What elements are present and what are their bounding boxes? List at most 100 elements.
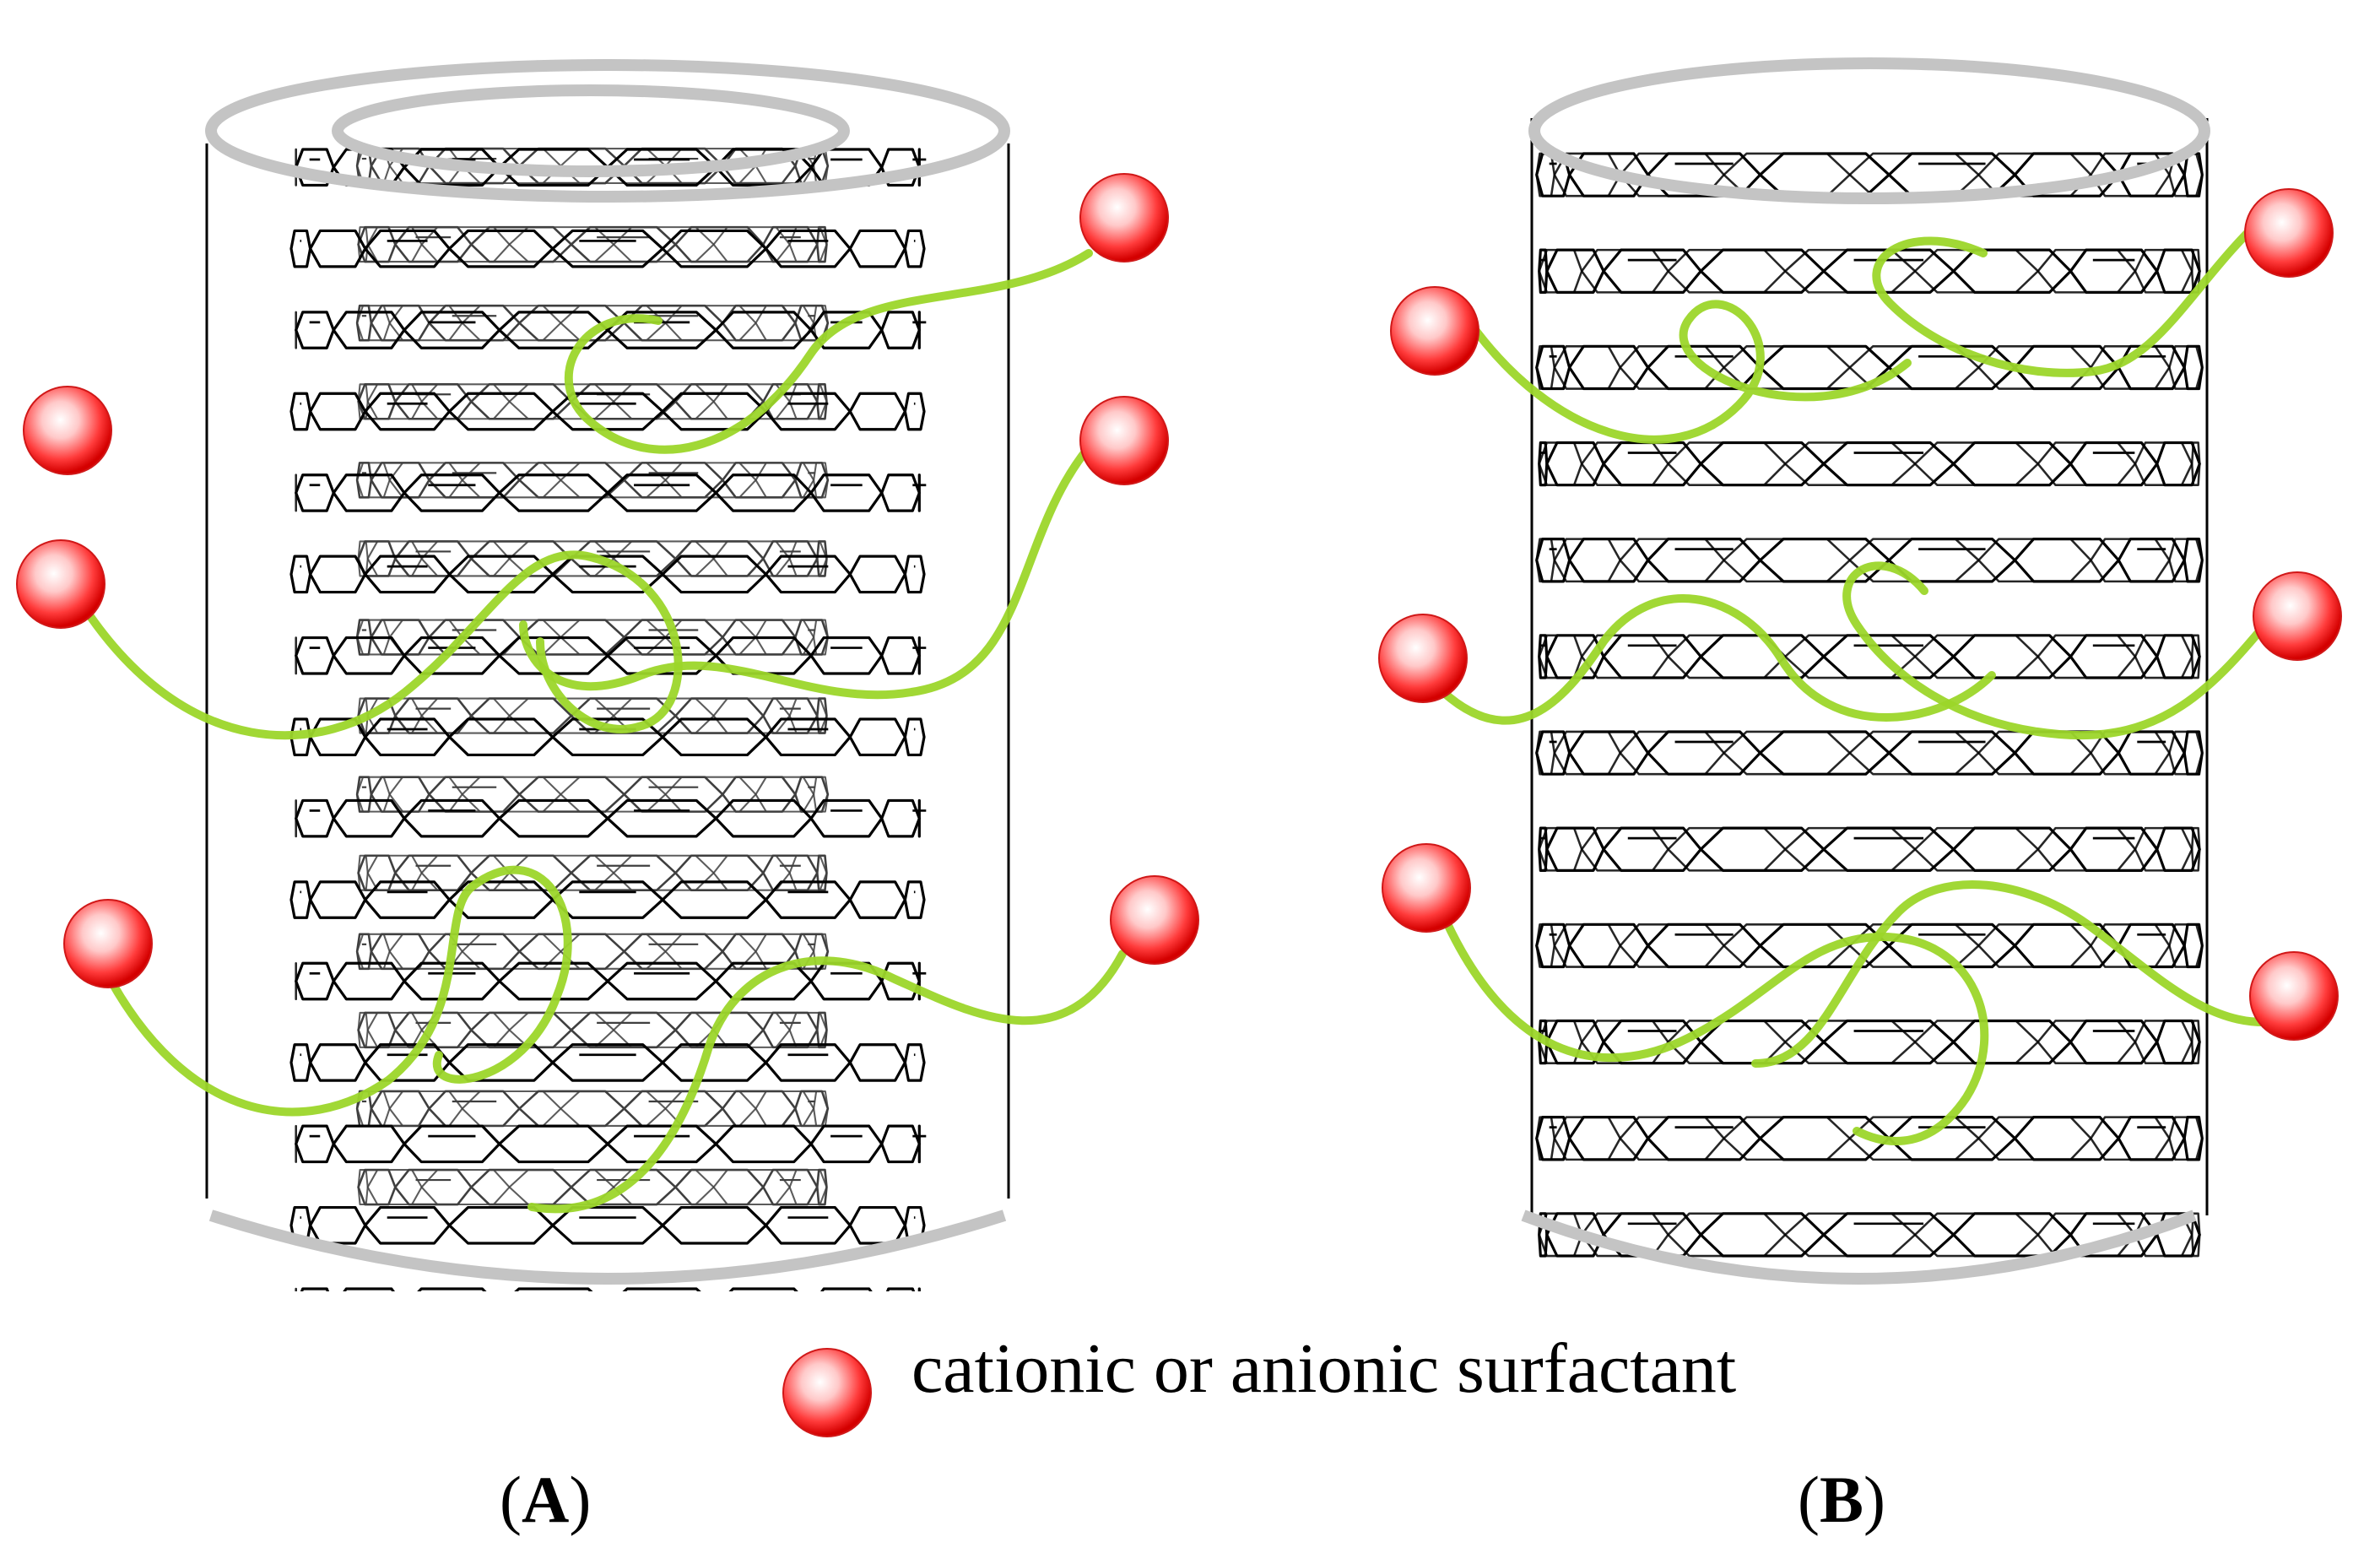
lattice-cell [1913, 634, 2040, 679]
lattice-cell [551, 1206, 664, 1245]
lattice-cell [714, 1124, 813, 1163]
surfactant-tail [1439, 594, 1996, 725]
lattice-cell [1535, 923, 1556, 968]
lattice-cell [2037, 634, 2137, 679]
lattice-cell [755, 776, 815, 813]
lattice-cell [755, 1090, 815, 1127]
lattice-cell [1977, 1116, 2092, 1161]
lattice-cell [1619, 730, 1725, 776]
lattice-cell [1913, 826, 2040, 872]
lattice-cell [1667, 1212, 1787, 1258]
lattice-cell [755, 462, 815, 499]
lattice-cell [364, 717, 452, 757]
lattice-cell [551, 717, 664, 757]
lattice-cell [1699, 441, 1826, 487]
surfactant-tail [1872, 207, 2275, 377]
lattice-cell [560, 1090, 667, 1127]
lattice-cell [420, 383, 511, 420]
panel-label-b-open: ( [1798, 1463, 1820, 1536]
lattice-cell [1822, 1019, 1955, 1065]
lattice-cell [1783, 1212, 1917, 1258]
surfactant-heads [16, 173, 2342, 1437]
lattice-cell [1978, 1310, 2091, 1352]
inner-wall-lattice [355, 147, 830, 1206]
lattice-cell [1889, 1310, 2015, 1352]
top-rim [1528, 57, 2210, 204]
lattice-cell [498, 473, 609, 512]
lattice-cell [309, 392, 367, 431]
lattice-cell [1758, 152, 1890, 198]
lattice-cell [1758, 538, 1890, 583]
lattice-cell [357, 382, 397, 420]
lattice-cell [2069, 634, 2159, 679]
lattice-cell [1535, 730, 1556, 776]
lattice-cell [2169, 1310, 2202, 1352]
outer-bottom-rim [208, 1209, 1007, 1285]
lattice-cell [1913, 441, 2040, 486]
lattice-cell [388, 1090, 463, 1127]
lattice-cell [848, 717, 906, 757]
lattice-cell [764, 1043, 852, 1082]
lattice-cell [1913, 248, 2040, 294]
surfactant-head-icon [63, 899, 153, 988]
lattice-cell [498, 1124, 609, 1164]
panel-label-b-letter: B [1819, 1463, 1864, 1536]
surfactant-tail [564, 249, 1093, 454]
lattice-cell [403, 1124, 501, 1164]
surfactant-tails [80, 207, 2283, 1214]
surfactant-head-icon [1390, 286, 1479, 376]
lattice-cell [2069, 826, 2159, 872]
lattice-cell [880, 636, 921, 675]
lattice-cell [1699, 634, 1826, 679]
surfactant-tail [101, 865, 572, 1117]
lattice-cell [1761, 1310, 1890, 1352]
lattice-cell [417, 1287, 487, 1291]
lattice-cell [788, 540, 828, 577]
panel-label-a-letter: A [521, 1463, 570, 1536]
lattice-cell [332, 1124, 406, 1164]
lattice-cell [880, 311, 921, 349]
lattice-cell [514, 1287, 593, 1291]
lattice-cell [1568, 538, 1650, 583]
lattice-cell [295, 798, 335, 838]
lattice-cell [848, 880, 906, 919]
lattice-cell [764, 717, 852, 757]
lattice-cell [551, 229, 664, 268]
lattice-cell [551, 880, 664, 919]
lattice-cell [661, 717, 768, 757]
lattice-cell [721, 462, 797, 499]
lattice-cell [1535, 345, 1556, 390]
lattice-cell [809, 473, 884, 512]
lattice-cell [364, 392, 452, 431]
lattice-cell [1699, 826, 1826, 872]
lattice-cell [813, 1090, 829, 1127]
lattice-cell [2069, 441, 2159, 487]
lattice-cell [560, 776, 667, 813]
lattice-cell [1952, 1019, 2072, 1065]
lattice-cell [2013, 538, 2120, 583]
lattice-cell [1952, 1212, 2072, 1258]
lattice-cell [560, 462, 667, 499]
surfactant-head-icon [2249, 951, 2339, 1041]
lattice-cell [498, 798, 609, 838]
lattice-cell [403, 1124, 501, 1163]
lattice-cell [295, 961, 335, 1001]
lattice-cell [661, 1043, 768, 1082]
lattice-cell [764, 1205, 852, 1245]
lattice-cell [674, 382, 765, 420]
lattice-cell [904, 230, 926, 268]
lattice-cell [357, 1011, 397, 1049]
lattice-cell [420, 1169, 511, 1206]
lattice-cell [2037, 826, 2137, 872]
lattice-cell [1723, 345, 1852, 390]
lattice-cell [1647, 730, 1762, 776]
lattice-cell [1724, 1310, 1850, 1352]
lattice-cell [788, 1011, 828, 1048]
lattice-cell [309, 1043, 367, 1082]
lattice-cell [1568, 730, 1650, 776]
inner-top-rim [332, 84, 850, 177]
lattice-cell [1535, 1116, 1556, 1161]
lattice-cell [1602, 634, 1702, 679]
lattice-cell [2090, 1116, 2171, 1161]
lattice-cell [809, 1124, 884, 1164]
